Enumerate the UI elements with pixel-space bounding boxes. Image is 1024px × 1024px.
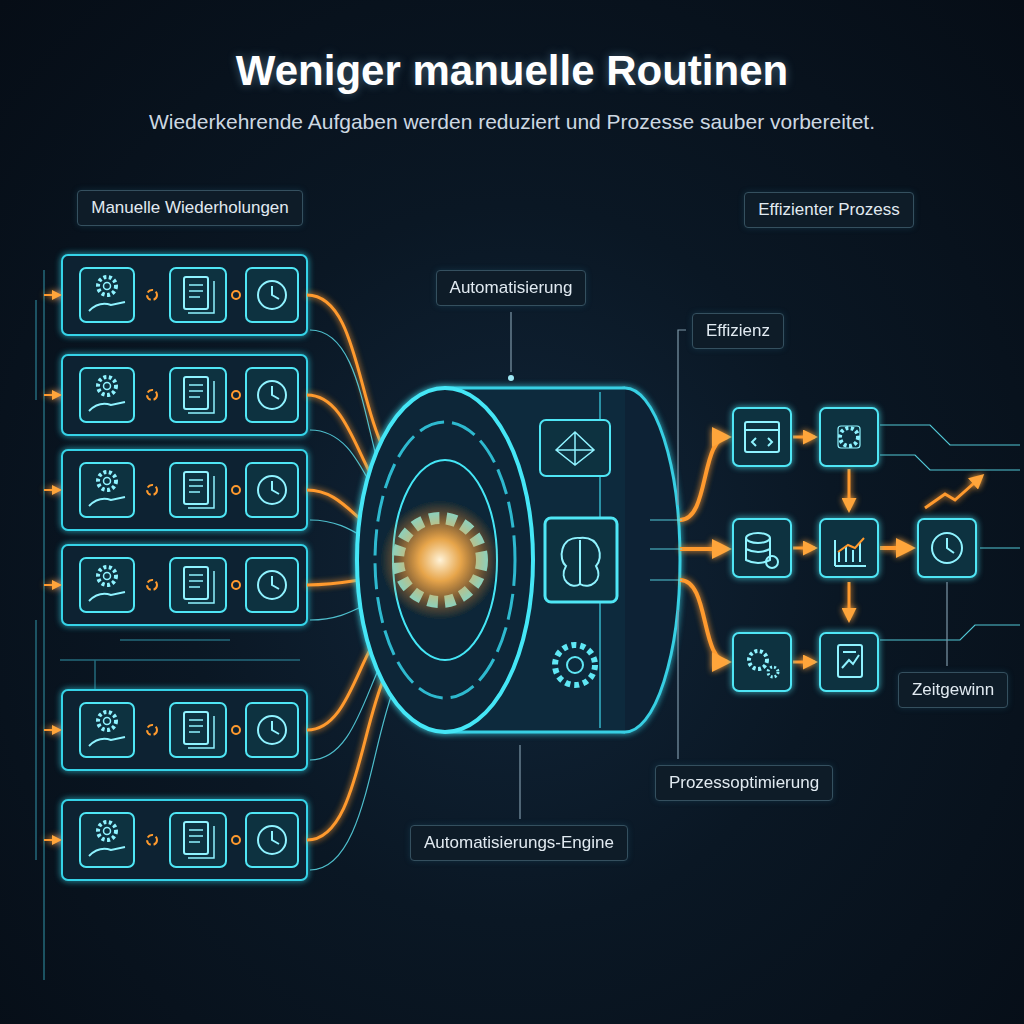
callout-label: Zeitgewinn: [912, 680, 994, 700]
callout-box: Effizienter Prozess: [744, 192, 913, 228]
callout-label: Effizienter Prozess: [758, 200, 899, 220]
callout-box: Prozessoptimierung: [655, 765, 833, 801]
callout-box: Effizienz: [692, 313, 784, 349]
callout-label: Prozessoptimierung: [669, 773, 819, 793]
callout-label: Automatisierungs-Engine: [424, 833, 614, 853]
callout-label: Effizienz: [706, 321, 770, 341]
callout-label: Manuelle Wiederholungen: [91, 198, 289, 218]
page-title: Weniger manuelle Routinen: [0, 46, 1024, 96]
callout-box: Manuelle Wiederholungen: [77, 190, 303, 226]
callout-box: Zeitgewinn: [898, 672, 1008, 708]
callout-box: Automatisierungs-Engine: [410, 825, 628, 861]
callout-label: Automatisierung: [450, 278, 573, 298]
callout-box: Automatisierung: [436, 270, 587, 306]
subtitle: Wiederkehrende Aufgaben werden reduziert…: [0, 109, 1024, 135]
